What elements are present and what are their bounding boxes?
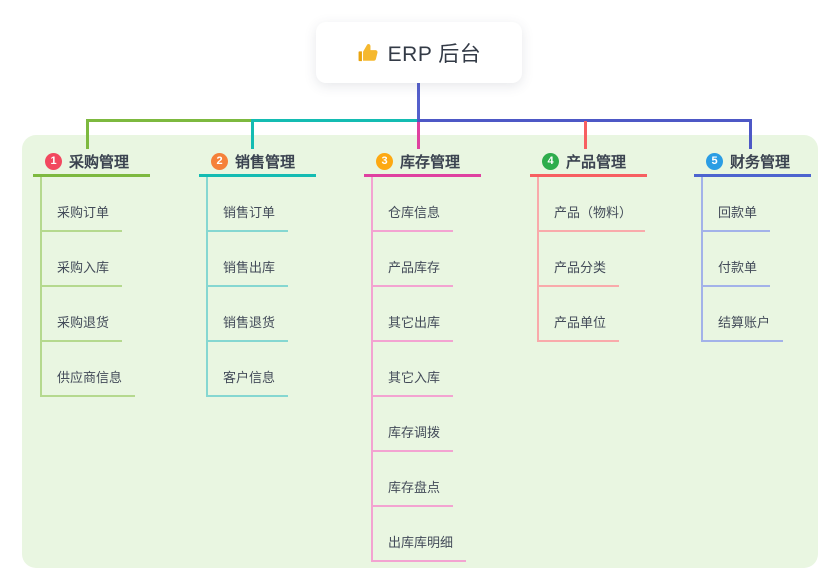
child-node-label: 产品（物料） (537, 202, 646, 232)
child-node: 销售出库 (206, 232, 316, 287)
child-node: 销售退货 (206, 287, 316, 342)
child-node-label: 产品单位 (537, 312, 620, 342)
child-node-label: 采购入库 (40, 257, 123, 287)
child-connector-line (537, 177, 539, 342)
branch-product: 4 产品管理 产品（物料） 产品分类 产品单位 (530, 148, 647, 342)
child-node: 采购入库 (40, 232, 150, 287)
number-badge: 5 (706, 152, 723, 170)
connector-drop-sales (251, 119, 254, 149)
child-node: 采购订单 (40, 177, 150, 232)
child-node-label: 采购退货 (40, 312, 123, 342)
child-node-label: 仓库信息 (371, 202, 454, 232)
child-node: 出库库明细 (371, 507, 481, 562)
connector-drop-product (584, 121, 587, 149)
child-node-label: 其它入库 (371, 367, 454, 397)
child-node: 结算账户 (701, 287, 811, 342)
connector-drop-inventory (417, 122, 420, 149)
child-node: 客户信息 (206, 342, 316, 397)
thumbs-up-icon (357, 42, 379, 64)
root-node: ERP 后台 (316, 22, 522, 83)
number-badge: 1 (45, 152, 62, 170)
number-badge: 4 (542, 152, 559, 170)
branches-panel (22, 135, 818, 568)
child-node-label: 采购订单 (40, 202, 123, 232)
branch-label: 产品管理 (566, 153, 627, 171)
branch-children: 回款单 付款单 结算账户 (694, 177, 811, 342)
child-node-label: 销售出库 (206, 257, 289, 287)
child-connector-line (701, 177, 703, 342)
child-node-label: 产品库存 (371, 257, 454, 287)
connector-bar-teal (253, 119, 418, 122)
number-badge: 2 (211, 152, 228, 170)
child-node: 供应商信息 (40, 342, 150, 397)
connector-drop-finance (749, 119, 752, 149)
child-node-label: 销售订单 (206, 202, 289, 232)
branch-children: 销售订单 销售出库 销售退货 客户信息 (199, 177, 316, 397)
child-node: 销售订单 (206, 177, 316, 232)
child-node: 回款单 (701, 177, 811, 232)
branch-label: 财务管理 (730, 153, 791, 171)
branch-inventory: 3 库存管理 仓库信息 产品库存 其它出库 其它入库 库存调拨 库存盘点 出库库… (364, 148, 481, 562)
child-node: 采购退货 (40, 287, 150, 342)
child-node-label: 结算账户 (701, 312, 784, 342)
child-node-label: 销售退货 (206, 312, 289, 342)
branch-finance: 5 财务管理 回款单 付款单 结算账户 (694, 148, 811, 342)
branch-label: 销售管理 (235, 153, 296, 171)
branch-node: 3 库存管理 (364, 148, 481, 177)
branch-children: 产品（物料） 产品分类 产品单位 (530, 177, 647, 342)
branch-node: 5 财务管理 (694, 148, 811, 177)
branch-label: 库存管理 (400, 153, 461, 171)
child-node-label: 其它出库 (371, 312, 454, 342)
child-node: 产品（物料） (537, 177, 647, 232)
branch-children: 采购订单 采购入库 采购退货 供应商信息 (33, 177, 150, 397)
child-connector-line (40, 177, 42, 397)
child-node: 仓库信息 (371, 177, 481, 232)
child-node: 其它出库 (371, 287, 481, 342)
branch-purchase: 1 采购管理 采购订单 采购入库 采购退货 供应商信息 (33, 148, 150, 397)
child-node-label: 库存调拨 (371, 422, 454, 452)
branch-label: 采购管理 (69, 153, 130, 171)
branch-node: 4 产品管理 (530, 148, 647, 177)
child-connector-line (206, 177, 208, 397)
connector-bar-blue (417, 119, 752, 122)
connector-bar-green (87, 119, 255, 122)
number-badge: 3 (376, 152, 393, 170)
child-node-label: 库存盘点 (371, 477, 454, 507)
child-node-label: 客户信息 (206, 367, 289, 397)
child-connector-line (371, 177, 373, 562)
connector-drop-purchase (86, 119, 89, 149)
child-node: 产品单位 (537, 287, 647, 342)
branch-node: 1 采购管理 (33, 148, 150, 177)
connector-root-drop (417, 83, 420, 120)
branch-children: 仓库信息 产品库存 其它出库 其它入库 库存调拨 库存盘点 出库库明细 (364, 177, 481, 562)
child-node-label: 付款单 (701, 257, 771, 287)
branch-node: 2 销售管理 (199, 148, 316, 177)
child-node: 库存调拨 (371, 397, 481, 452)
child-node-label: 供应商信息 (40, 367, 136, 397)
child-node: 付款单 (701, 232, 811, 287)
child-node-label: 产品分类 (537, 257, 620, 287)
branch-sales: 2 销售管理 销售订单 销售出库 销售退货 客户信息 (199, 148, 316, 397)
child-node: 产品分类 (537, 232, 647, 287)
child-node: 库存盘点 (371, 452, 481, 507)
child-node-label: 出库库明细 (371, 532, 467, 562)
child-node-label: 回款单 (701, 202, 771, 232)
child-node: 产品库存 (371, 232, 481, 287)
root-node-label: ERP 后台 (387, 42, 482, 66)
child-node: 其它入库 (371, 342, 481, 397)
